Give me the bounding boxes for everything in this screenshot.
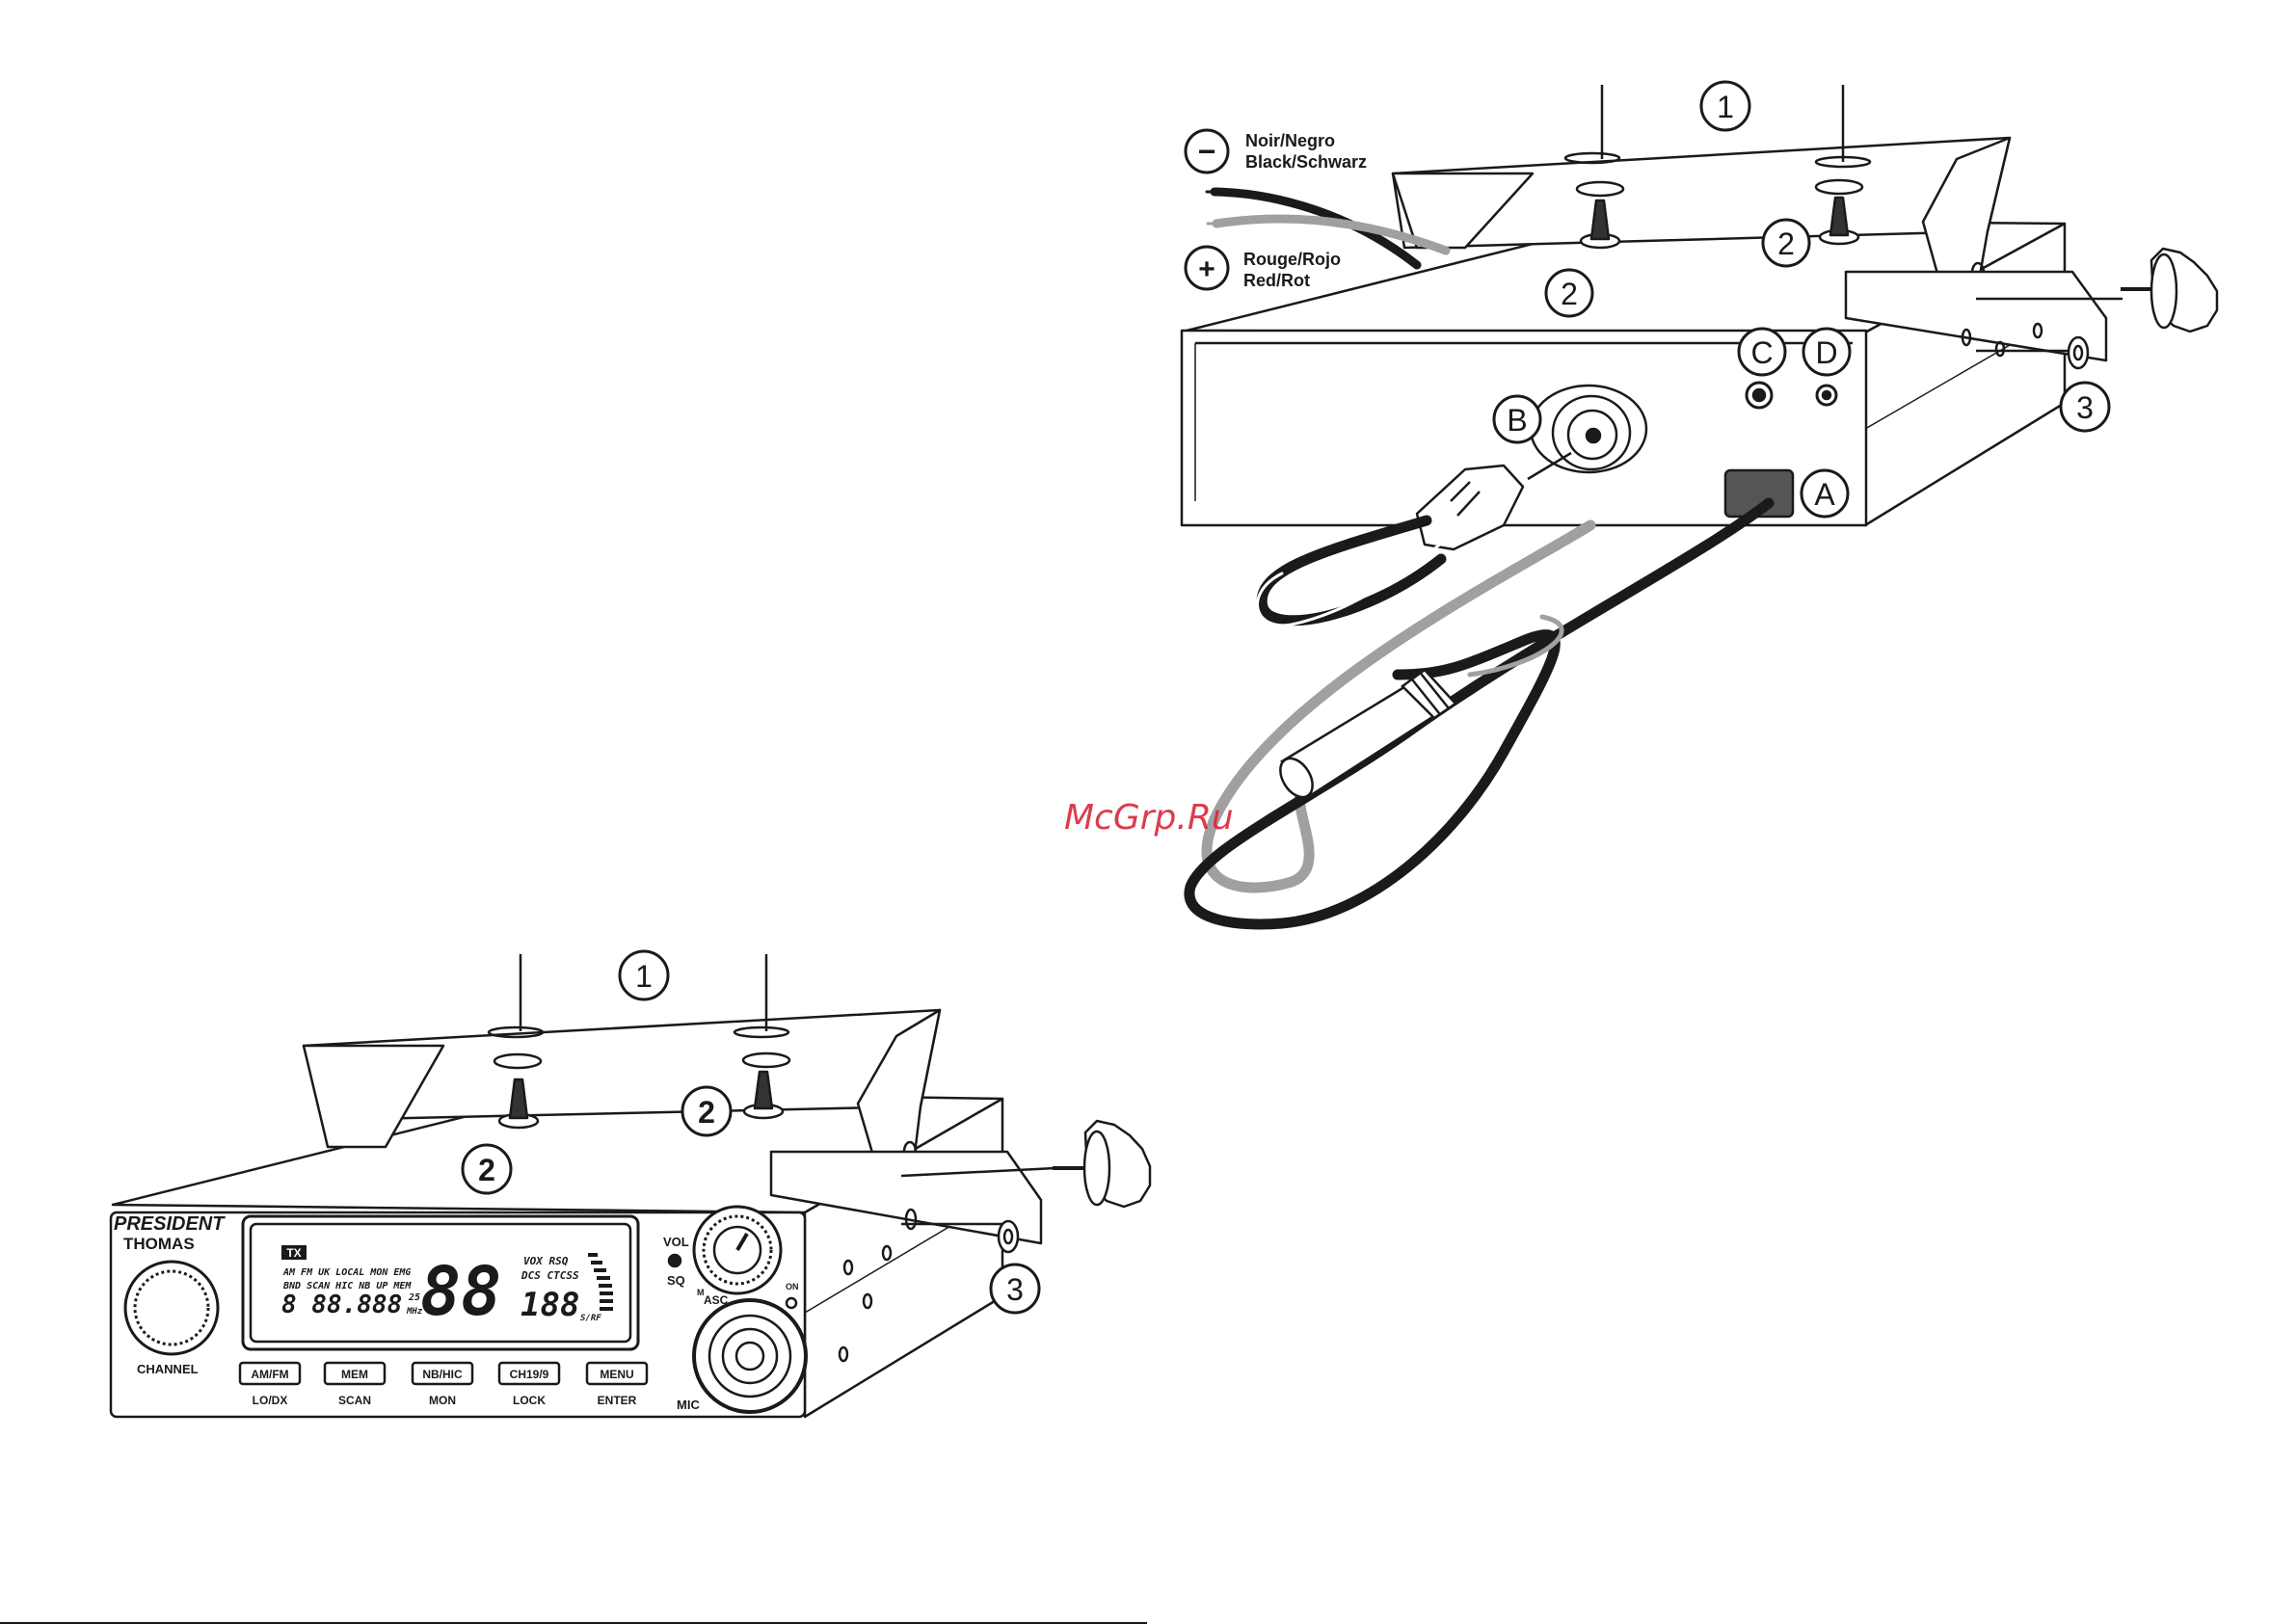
negative-symbol: − <box>1198 134 1216 169</box>
lcd-freq: 8 88.888 <box>281 1291 402 1319</box>
front-button-label: MENU <box>600 1368 633 1381</box>
callout-rear-bracket: 1 <box>1701 82 1749 130</box>
front-mounting-knob <box>1053 1121 1150 1207</box>
model-name: THOMAS <box>123 1235 195 1253</box>
lcd-small-digits: 188 <box>521 1286 579 1324</box>
front-button-label: CH19/9 <box>510 1368 549 1381</box>
front-button-label: NB/HIC <box>422 1368 463 1381</box>
m-label: M <box>697 1288 705 1297</box>
front-view-illustration <box>111 954 1150 1417</box>
front-button-label: MEM <box>341 1368 368 1381</box>
callout-front-washer: 3 <box>1006 1272 1024 1307</box>
lcd-row1: AM FM UK LOCAL MON EMG <box>282 1267 411 1278</box>
callout-rear-screw-left: 2 <box>1561 277 1578 311</box>
asc-label: ASC <box>704 1293 729 1307</box>
rear-mounting-knob <box>2121 249 2217 332</box>
callout-front-screw-right: 2 <box>698 1095 715 1130</box>
lcd-big-digits: 88 <box>420 1252 501 1331</box>
callout-jack-d: D <box>1815 335 1837 370</box>
front-button-label: AM/FM <box>251 1368 288 1381</box>
channel-label: CHANNEL <box>137 1362 199 1376</box>
callout-rear-screw-right: 2 <box>1777 226 1795 261</box>
mic-label: MIC <box>677 1398 700 1412</box>
lcd-vox: VOX RSQ <box>523 1255 569 1267</box>
front-button-sublabel: SCAN <box>338 1394 371 1407</box>
wire-legend-negative: − Noir/Negro Black/Schwarz <box>1186 130 1367 173</box>
front-button-sublabel: LO/DX <box>253 1394 288 1407</box>
sq-label: SQ <box>667 1273 685 1288</box>
volume-knob <box>694 1207 781 1293</box>
callout-rear-bracket-text: 1 <box>1717 90 1734 124</box>
front-button-sublabel: ENTER <box>598 1394 637 1407</box>
front-button-sublabel: MON <box>429 1394 456 1407</box>
callout-antenna-b: B <box>1507 403 1527 438</box>
positive-label-2: Red/Rot <box>1243 271 1310 290</box>
callout-power-a: A <box>1814 477 1835 512</box>
positive-symbol: + <box>1198 253 1215 285</box>
callout-front-screw-left: 2 <box>478 1153 495 1187</box>
callout-rear-washer: 3 <box>2076 390 2094 425</box>
brand-logo: PRESIDENT <box>114 1213 226 1235</box>
lcd-dcs: DCS CTCSS <box>521 1269 579 1282</box>
lcd-srf: S/RF <box>580 1314 601 1323</box>
lcd-step: 25 <box>408 1292 420 1303</box>
negative-label-2: Black/Schwarz <box>1245 152 1367 172</box>
watermark: McGrp.Ru <box>1064 798 1234 838</box>
positive-label-1: Rouge/Rojo <box>1243 250 1341 269</box>
callout-front-bracket: 1 <box>635 959 653 994</box>
lcd-tx: TX <box>286 1246 301 1260</box>
callout-jack-c: C <box>1750 335 1773 370</box>
vol-label: VOL <box>663 1235 689 1249</box>
wire-legend-positive: + Rouge/Rojo Red/Rot <box>1186 247 1341 290</box>
on-label: ON <box>786 1282 799 1291</box>
front-button-sublabel: LOCK <box>513 1394 546 1407</box>
channel-knob <box>125 1262 218 1354</box>
mic-socket <box>694 1300 806 1412</box>
negative-label-1: Noir/Negro <box>1245 131 1335 150</box>
